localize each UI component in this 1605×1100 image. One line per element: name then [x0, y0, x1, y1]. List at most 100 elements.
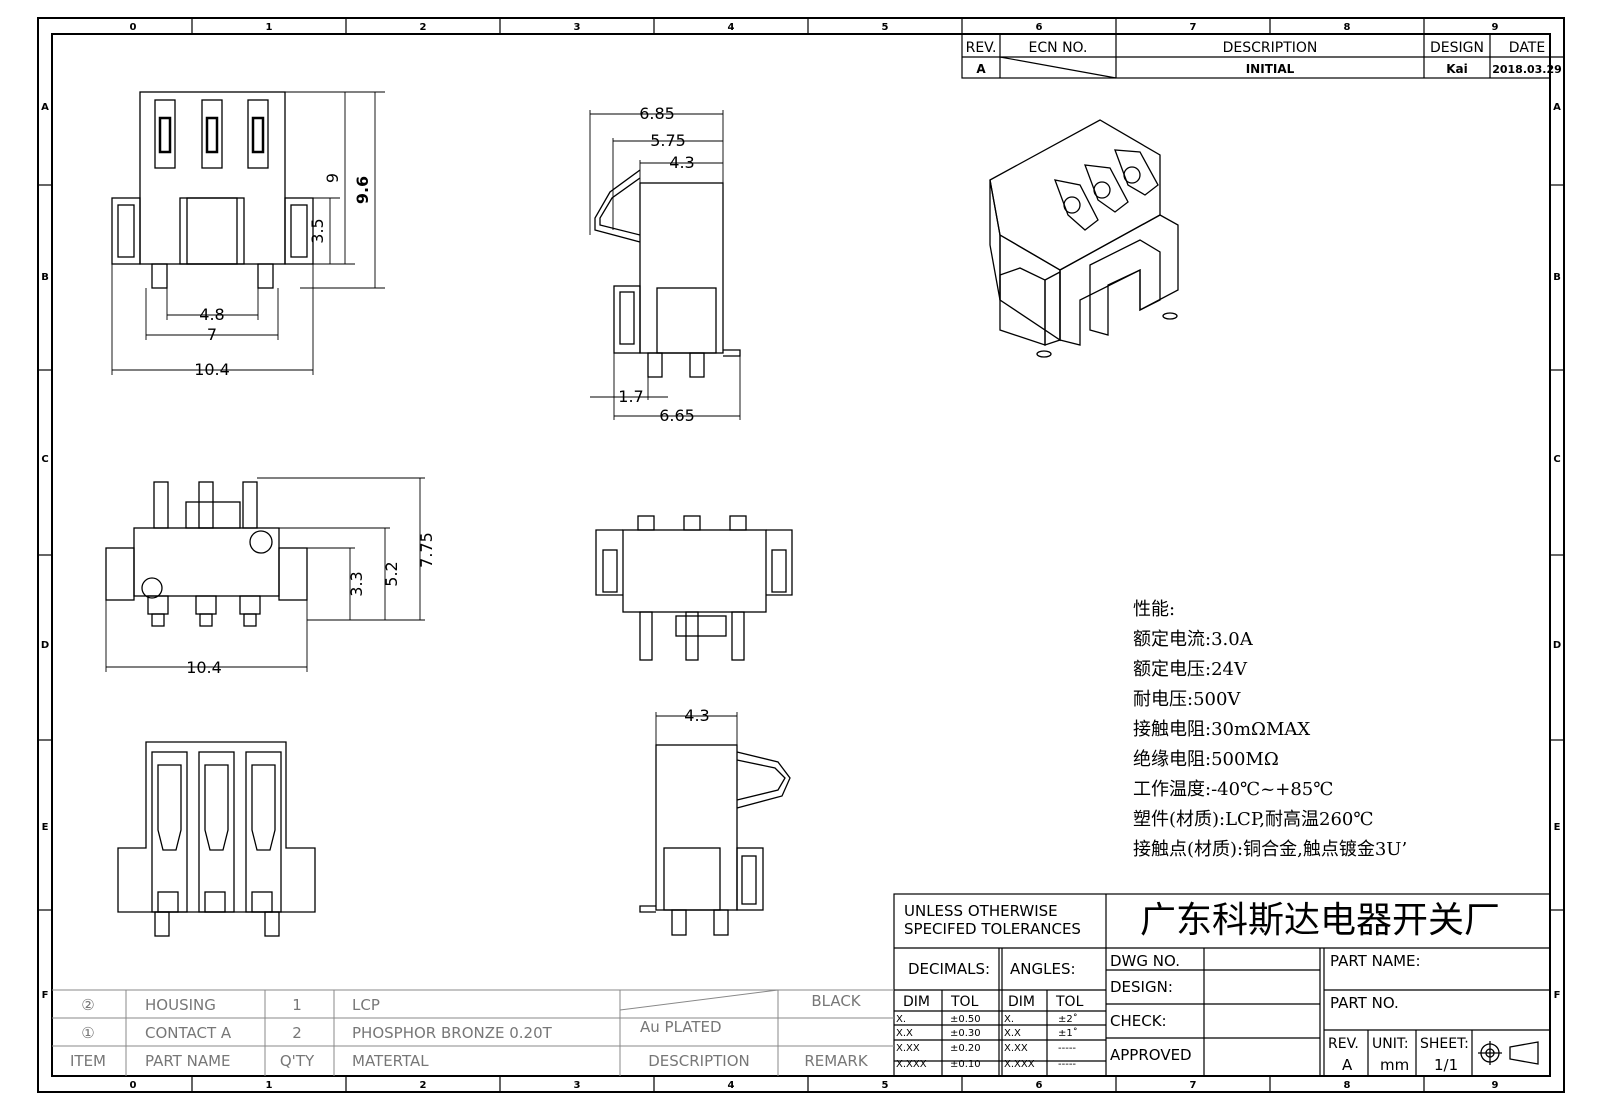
- front-view-dim-labels: 7.75 5.2 3.3 10.4: [186, 532, 436, 677]
- bom-qty: 1: [292, 996, 302, 1014]
- ang-value: -----: [1058, 1059, 1076, 1070]
- zone-col-top-label: 6: [1036, 22, 1043, 33]
- part-no-label: PART NO.: [1330, 994, 1399, 1012]
- unit-label: UNIT:: [1372, 1036, 1409, 1052]
- zone-col-top-label: 1: [266, 22, 273, 33]
- design-label: DESIGN:: [1110, 978, 1173, 996]
- bom-table: [52, 989, 894, 1076]
- zone-col-bottom-label: 7: [1190, 1080, 1197, 1091]
- description-value: INITIAL: [1246, 62, 1295, 76]
- dim-5-2: 5.2: [382, 561, 401, 586]
- ecn-header: ECN NO.: [1029, 40, 1088, 56]
- zone-col-bottom-label: 1: [266, 1080, 273, 1091]
- top-view-dimensions: [111, 91, 385, 375]
- bottom-view-contacts: [151, 751, 282, 913]
- tol-header-ang: TOL: [1055, 994, 1084, 1010]
- spec-line: 接触电阻:30mΩMAX: [1133, 719, 1310, 740]
- ang-value: ±1˚: [1058, 1027, 1078, 1039]
- dim-6-85: 6.85: [639, 104, 675, 123]
- bom-header-item: ITEM: [70, 1052, 106, 1070]
- description-header: DESCRIPTION: [1223, 40, 1318, 56]
- bottom-view: [117, 741, 316, 937]
- dim-header-dec: DIM: [903, 994, 930, 1010]
- top-view-contacts: [154, 99, 269, 169]
- zone-row-left-label: A: [41, 102, 49, 113]
- zone-row-left-label: E: [42, 822, 49, 833]
- company-name: 广东科斯达电器开关厂: [1140, 900, 1500, 941]
- bom-header-part: PART NAME: [145, 1052, 231, 1070]
- zone-col-top-label: 4: [728, 22, 735, 33]
- tol-header-dec: TOL: [950, 994, 979, 1010]
- approved-label: APPROVED: [1110, 1046, 1192, 1064]
- tol-value: ±0.10: [950, 1059, 981, 1070]
- zone-col-bottom-label: 6: [1036, 1080, 1043, 1091]
- zone-row-right-label: F: [1554, 990, 1561, 1001]
- tol-dim: X.XXX: [896, 1059, 927, 1070]
- dim-9-6: 9.6: [353, 176, 372, 204]
- dim-10-4-top: 10.4: [194, 360, 230, 379]
- zone-row-left-label: D: [41, 640, 49, 651]
- zone-ticks: [38, 18, 1564, 1092]
- bottom-side-dimensions: [655, 712, 738, 745]
- zone-col-top-label: 3: [574, 22, 581, 33]
- bom-header-remark: REMARK: [804, 1052, 869, 1070]
- design-value: Kai: [1446, 62, 1468, 76]
- dim-4-8: 4.8: [199, 305, 224, 324]
- bom-description: Au PLATED: [640, 1018, 722, 1036]
- zone-row-left-label: C: [41, 454, 48, 465]
- unit-value: mm: [1380, 1056, 1409, 1074]
- spec-line: 性能:: [1133, 599, 1175, 620]
- zone-row-right-label: A: [1553, 102, 1561, 113]
- front-view: [105, 481, 308, 627]
- bom-item: ①: [81, 1024, 94, 1042]
- dim-7: 7: [207, 325, 217, 344]
- spec-line: 工作温度:-40℃~+85℃: [1133, 779, 1333, 800]
- zone-col-bottom-label: 4: [728, 1080, 735, 1091]
- tol-dim: X.: [896, 1014, 906, 1025]
- dim-6-65: 6.65: [659, 406, 695, 425]
- dim-5-75: 5.75: [650, 131, 686, 150]
- dim-header-ang: DIM: [1008, 994, 1035, 1010]
- dim-3-3: 3.3: [347, 571, 366, 596]
- spec-line: 额定电流:3.0A: [1133, 629, 1254, 650]
- bom-header-description: DESCRIPTION: [648, 1052, 750, 1070]
- tol-value: ±0.20: [950, 1043, 981, 1054]
- spec-line: 塑件(材质):LCP,耐高温260℃: [1133, 809, 1374, 830]
- tol-dim: X.XX: [896, 1043, 920, 1054]
- dim-3-5: 3.5: [308, 218, 327, 243]
- zone-row-right-label: E: [1554, 822, 1561, 833]
- dim-4-3-top: 4.3: [669, 153, 694, 172]
- tol-value: ±0.50: [950, 1014, 981, 1025]
- ang-value: -----: [1058, 1043, 1076, 1054]
- bom-qty: 2: [292, 1024, 302, 1042]
- part-name-label: PART NAME:: [1330, 952, 1421, 970]
- zone-row-right-label: C: [1553, 454, 1560, 465]
- zone-col-top-label: 7: [1190, 22, 1197, 33]
- dim-10-4-front: 10.4: [186, 658, 222, 677]
- zone-row-left-label: F: [42, 990, 49, 1001]
- angles-label: ANGLES:: [1010, 960, 1076, 978]
- top-view: [111, 91, 314, 289]
- front-view-dimensions: [105, 477, 425, 672]
- zone-col-bottom-label: 9: [1492, 1080, 1499, 1091]
- bom-item: ②: [81, 996, 94, 1014]
- zone-col-bottom-label: 5: [882, 1080, 889, 1091]
- tol-value: ±0.30: [950, 1028, 981, 1039]
- bom-part: HOUSING: [145, 996, 216, 1014]
- decimals-label: DECIMALS:: [908, 960, 990, 978]
- bom-remark: BLACK: [811, 992, 861, 1010]
- bom-header-qty: Q'TY: [280, 1052, 315, 1070]
- dim-9: 9: [323, 173, 342, 183]
- zone-col-top-label: 0: [130, 22, 137, 33]
- side-view-dim-labels: 6.85 5.75 4.3 1.7 6.65: [618, 104, 695, 425]
- title-block: [893, 893, 1551, 1077]
- ang-dim: X.XX: [1004, 1043, 1028, 1054]
- zone-row-right-label: D: [1553, 640, 1561, 651]
- side-view-dimensions: [589, 110, 741, 420]
- projection-symbol-icon: [1478, 1041, 1539, 1065]
- rev-value: A: [1342, 1056, 1353, 1074]
- zone-labels: 0 1 2 3 4 5 6 7 8 9 0 1 2 3 4 5 6 7 8 9 …: [41, 22, 1561, 1091]
- design-header: DESIGN: [1430, 40, 1484, 56]
- zone-col-top-label: 8: [1344, 22, 1351, 33]
